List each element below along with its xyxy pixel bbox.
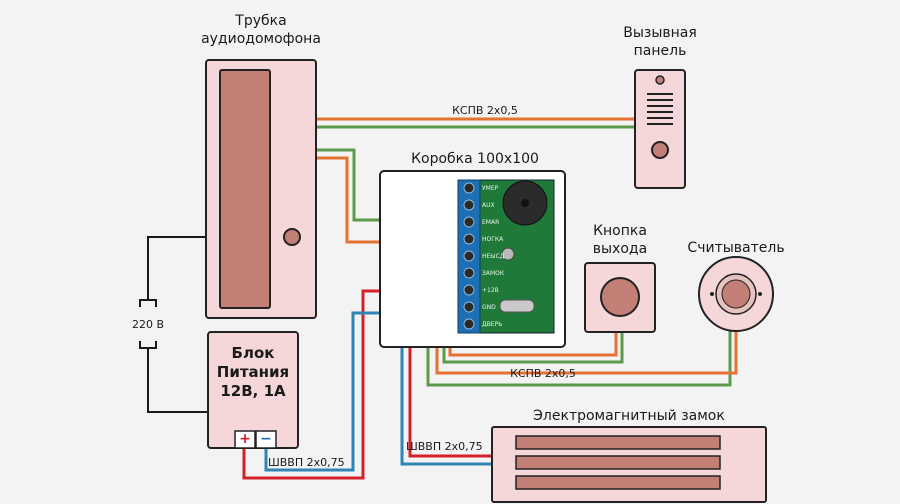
psu-terminal-minus <box>255 430 277 449</box>
em-lock-bar-1 <box>515 435 721 450</box>
handset-button <box>283 228 301 246</box>
power-supply-label: Блок Питания 12В, 1А <box>216 344 290 400</box>
em-lock-bar-3 <box>515 475 721 490</box>
call-panel-button <box>651 141 669 159</box>
board-terminal-label: GND <box>482 304 496 311</box>
em-lock-bar-2 <box>515 455 721 470</box>
board-terminal-label: НЕЫСД <box>482 253 505 260</box>
handset-earpiece <box>219 69 271 309</box>
board-chip-round <box>501 247 515 261</box>
call-panel-camera <box>655 75 665 85</box>
board-terminal-label: +12В <box>482 287 499 294</box>
cable-psu-board-label: ШВВП 2x0,75 <box>268 456 345 469</box>
call-panel-body <box>634 69 686 189</box>
exit-button-cap <box>600 277 640 317</box>
board-terminal-label: ДВЕРЬ <box>482 321 503 328</box>
box-label: Коробка 100x100 <box>411 151 539 167</box>
cable-board-button-label: КСПВ 2x0,5 <box>510 367 576 380</box>
board-terminal-label: EMAR <box>482 219 500 226</box>
mains-plug-top <box>139 299 157 307</box>
terminal-screws <box>463 182 475 330</box>
reader-center <box>721 279 751 309</box>
call-panel-label: Вызывная панель <box>623 25 697 59</box>
board-terminal-label: УМЕР <box>482 185 499 192</box>
board-terminal-label: ЗАМОК <box>482 270 505 277</box>
board-terminal-label: НОГКА <box>482 236 504 243</box>
psu-terminal-plus <box>234 430 256 449</box>
cable-board-lock-label: ШВВП 2x0,75 <box>406 440 483 453</box>
em-lock-label: Электромагнитный замок <box>533 408 725 424</box>
reader-label: Считыватель <box>687 240 785 256</box>
handset-label: Трубка аудиодомофона <box>201 13 321 47</box>
wire-mains-top <box>147 236 206 300</box>
cable-handset-panel-label: КСПВ 2x0,5 <box>452 104 518 117</box>
board-terminal-label: AUX <box>482 202 495 209</box>
mains-plug-bottom <box>139 341 157 349</box>
wire-mains-bottom <box>147 348 208 413</box>
mains-label: 220 В <box>122 318 174 331</box>
psu-plus-sign: + <box>239 431 251 447</box>
psu-minus-sign: − <box>260 431 272 447</box>
board-crystal <box>499 299 535 313</box>
exit-button-label: Кнопка выхода <box>592 223 648 257</box>
